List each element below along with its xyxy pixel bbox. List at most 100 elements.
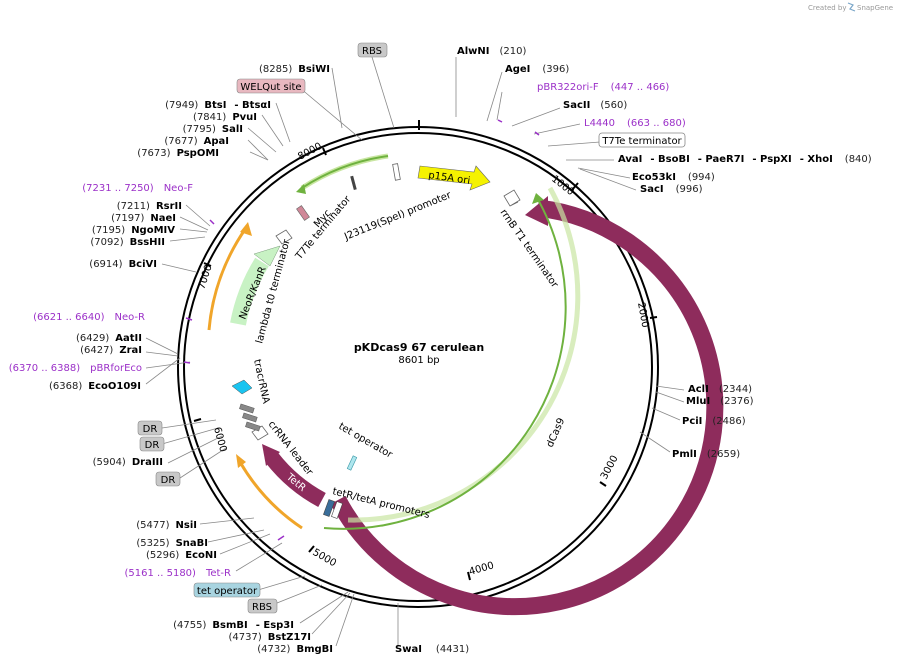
box-rbs-bottom[interactable]: RBS xyxy=(247,598,278,614)
green-primer-arc-right-head xyxy=(532,193,544,204)
plasmid-name: pKDcas9 67 cerulean xyxy=(354,341,484,354)
feature-label-t7te: T7Te terminator xyxy=(293,193,354,262)
neor-arrowhead xyxy=(253,245,281,267)
p15a-ori-arrow xyxy=(417,165,491,191)
site-alwni[interactable]: AlwNI(210) xyxy=(457,46,526,57)
tick-marks xyxy=(193,120,658,581)
primer-tet-r[interactable]: (5161 .. 5180)Tet-R xyxy=(125,568,232,579)
green-arc-top[interactable] xyxy=(301,155,389,189)
dcas9-highlight-arc xyxy=(347,186,581,523)
leader-lines xyxy=(145,56,685,647)
orange-arc-upper-head xyxy=(240,222,252,236)
site-econi[interactable]: (5296)EcoNI xyxy=(146,550,217,561)
site-draiii[interactable]: (5904)DraIII xyxy=(93,457,163,468)
orange-arc-lower[interactable] xyxy=(238,461,303,530)
site-acli[interactable]: AclI(2344) xyxy=(688,384,752,395)
green-primer-arc-right xyxy=(323,195,567,530)
box-welqut-site[interactable]: WELQut site xyxy=(236,78,306,94)
tet-operator-inner-glyph xyxy=(346,455,358,471)
dcas9-break-marker xyxy=(591,387,603,391)
site-ngomiv[interactable]: (7195)NgoMIV xyxy=(92,225,175,236)
site-snabi[interactable]: (5325)SnaBI xyxy=(136,538,208,549)
site-apai[interactable]: (7677)ApaI xyxy=(164,136,229,147)
site-pcii[interactable]: PciI(2486) xyxy=(682,416,746,427)
site-bsiwi[interactable]: (8285)BsiWI xyxy=(259,64,330,75)
tick-6000 xyxy=(193,418,202,422)
site-pvui[interactable]: (7841)PvuI xyxy=(193,112,257,123)
plasmid-length: 8601 bp xyxy=(398,355,439,366)
site-avai[interactable]: AvaI- BsoBI- PaeR7I- PspXI- XhoI(840) xyxy=(618,154,872,165)
tracrrna-arrow xyxy=(231,379,253,395)
site-sacii[interactable]: SacII(560) xyxy=(563,100,627,111)
dr-repeat-glyph-2 xyxy=(242,412,258,423)
box-tet-operator[interactable]: tet operator xyxy=(193,582,261,598)
primer-neo-f[interactable]: (7231 .. 7250)Neo-F xyxy=(82,183,193,194)
site-bmgbi[interactable]: (4732)BmgBI xyxy=(257,644,333,655)
spei-glyph xyxy=(350,175,357,191)
box-tet-operator-label: tet operator xyxy=(197,586,258,597)
tick-3000 xyxy=(599,481,607,487)
site-pspomi[interactable]: (7673)PspOMI xyxy=(137,148,219,159)
box-welqut-site-label: WELQut site xyxy=(240,82,301,93)
site-bcivi[interactable]: (6914)BciVI xyxy=(89,259,157,270)
feature-tetr[interactable] xyxy=(262,444,326,508)
snapgene-logo-icon xyxy=(847,2,856,12)
site-bstz17i[interactable]: (4737)BstZ17I xyxy=(228,632,311,643)
site-agei[interactable]: AgeI(396) xyxy=(505,64,569,75)
primer-pbrforeco[interactable]: (6370 .. 6388)pBRforEco xyxy=(9,363,142,374)
site-eco53ki[interactable]: Eco53kI(994) xyxy=(632,172,715,183)
dr-repeat-glyph-3 xyxy=(245,421,261,432)
site-sali[interactable]: (7795)SalI xyxy=(183,124,243,135)
tick-label-5000: 5000 xyxy=(311,547,339,569)
feature-label-dcas9: dCas9 xyxy=(545,416,568,449)
site-aatii[interactable]: (6429)AatII xyxy=(76,333,142,344)
tetr-promoter-glyph-2 xyxy=(331,501,343,519)
tick-label-3000: 3000 xyxy=(599,454,621,482)
backbone-outer-ring xyxy=(177,126,659,608)
snapgene-logo xyxy=(847,2,856,12)
tick-5000 xyxy=(308,545,315,553)
box-dr-2[interactable]: DR xyxy=(139,436,165,452)
primer-pbr322ori-f[interactable]: pBR322ori-F(447 .. 466) xyxy=(537,82,669,93)
site-bsshii[interactable]: (7092)BssHII xyxy=(90,237,165,248)
site-bsmbi[interactable]: (4755)BsmBI- Esp3I xyxy=(173,620,294,631)
primer-neo-r[interactable]: (6621 .. 6640)Neo-R xyxy=(33,312,145,323)
tick-8000 xyxy=(322,147,327,156)
site-pmlii[interactable]: PmlI(2659) xyxy=(672,449,740,460)
site-btsi[interactable]: (7949)BtsI- BtsαI xyxy=(165,100,271,111)
box-dr-1[interactable]: DR xyxy=(137,420,163,436)
box-t7te-terminator[interactable]: T7Te terminator xyxy=(598,132,686,148)
dcas9-arc xyxy=(330,199,724,616)
tetr-promoter-glyph-1 xyxy=(323,499,335,517)
site-nsii[interactable]: (5477)NsiI xyxy=(136,520,197,531)
primer-l4440[interactable]: L4440(663 .. 680) xyxy=(584,118,686,129)
site-zrai[interactable]: (6427)ZraI xyxy=(80,345,142,356)
site-swai[interactable]: SwaI(4431) xyxy=(395,644,469,655)
tick-7000 xyxy=(203,262,212,267)
dr-repeat-glyph-1 xyxy=(239,403,255,414)
box-dr-1-label: DR xyxy=(143,424,158,435)
site-ecoo109i[interactable]: (6368)EcoO109I xyxy=(49,381,141,392)
site-saci[interactable]: SacI(996) xyxy=(640,184,703,195)
green-arc-top-head xyxy=(296,184,306,194)
box-dr-3[interactable]: DR xyxy=(155,471,181,487)
site-mlui[interactable]: MluI(2376) xyxy=(686,396,754,407)
green-arc-top-highlight xyxy=(300,153,389,191)
orange-arc-upper[interactable] xyxy=(207,227,248,331)
feature-label-j23119: J23119(SpeI) promoter xyxy=(342,190,454,244)
tick-1000 xyxy=(571,182,579,191)
box-dr-3-label: DR xyxy=(161,475,176,486)
credit-created-by: Created by xyxy=(808,4,847,12)
feature-label-rrnb: rrnB T1 terminator xyxy=(498,207,561,290)
feature-dcas9[interactable] xyxy=(323,186,724,616)
dcas9-arrowhead xyxy=(525,196,548,226)
feature-p15a-ori[interactable] xyxy=(417,165,491,191)
feature-neor[interactable] xyxy=(230,245,281,326)
site-naei[interactable]: (7197)NaeI xyxy=(111,213,176,224)
box-rbs-top[interactable]: RBS xyxy=(357,42,388,58)
site-rsrii[interactable]: (7211)RsrII xyxy=(117,201,182,212)
tick-label-4000: 4000 xyxy=(468,560,495,578)
tick-4000 xyxy=(467,571,471,581)
tick-label-2000: 2000 xyxy=(635,302,650,329)
